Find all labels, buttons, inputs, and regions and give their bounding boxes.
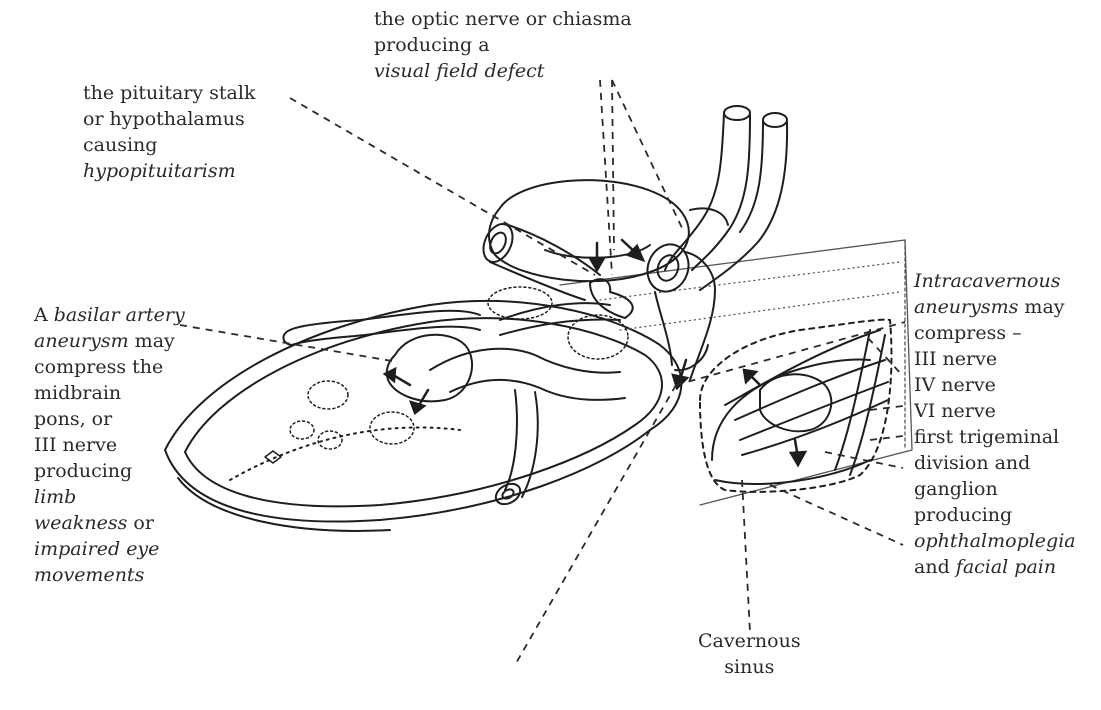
label-text-italic: basilar artery (54, 304, 185, 326)
label-line-italic: Intracavernous (914, 270, 1060, 292)
label-line: or hypothalamus (83, 106, 255, 132)
label-line: III nerve (34, 432, 185, 458)
label-line: VI nerve (914, 398, 1076, 424)
cavernous-sinus (700, 320, 891, 492)
label-line: the optic nerve or chiasma (374, 6, 632, 32)
label-line: compress – (914, 320, 1076, 346)
label-text: may (129, 330, 175, 352)
label-line-italic: ophthalmoplegia (914, 530, 1076, 552)
label-line: pons, or (34, 406, 185, 432)
label-line: producing (34, 458, 185, 484)
label-line: IV nerve (914, 372, 1076, 398)
label-line: division and (914, 450, 1076, 476)
label-line: ganglion (914, 476, 1076, 502)
label-text-italic: weakness (34, 512, 127, 534)
pituitary-stalk-label: the pituitary stalk or hypothalamus caus… (83, 80, 255, 184)
label-line-italic: impaired eye (34, 538, 159, 560)
label-line: causing (83, 132, 255, 158)
basilar-artery (430, 349, 625, 509)
label-line: first trigeminal (914, 424, 1076, 450)
label-line-italic: movements (34, 564, 144, 586)
leader-lines (180, 80, 905, 665)
cavernous-sinus-label: Cavernous sinus (698, 628, 801, 680)
label-text: or (127, 512, 154, 534)
optic-chiasma-label: the optic nerve or chiasma producing a v… (374, 6, 632, 84)
optic-nerve (478, 219, 600, 300)
label-text: may (1018, 296, 1064, 318)
label-line-italic: hypopituitarism (83, 160, 236, 182)
label-line: producing a (374, 32, 632, 58)
label-text: and (914, 556, 956, 578)
compression-arrows (385, 240, 805, 465)
label-line-italic: visual field defect (374, 60, 544, 82)
intracavernous-aneurysm-label: Intracavernous aneurysms may compress – … (914, 268, 1076, 580)
label-line: Cavernous (698, 628, 801, 654)
label-text-italic: aneurysm (34, 330, 129, 352)
label-line-italic: limb (34, 486, 76, 508)
internal-carotid-arteries (665, 106, 787, 290)
brainstem-nuclei (290, 381, 414, 449)
label-line: III nerve (914, 346, 1076, 372)
label-line: producing (914, 502, 1076, 528)
label-line: sinus (698, 654, 801, 680)
label-line: midbrain (34, 380, 185, 406)
label-line: the pituitary stalk (83, 80, 255, 106)
label-text-italic: aneurysms (914, 296, 1018, 318)
basilar-aneurysm (387, 335, 472, 402)
label-text-italic: facial pain (956, 556, 1056, 578)
label-line: compress the (34, 354, 185, 380)
label-text: A (34, 304, 54, 326)
basilar-aneurysm-label: A basilar artery aneurysm may compress t… (34, 302, 185, 588)
